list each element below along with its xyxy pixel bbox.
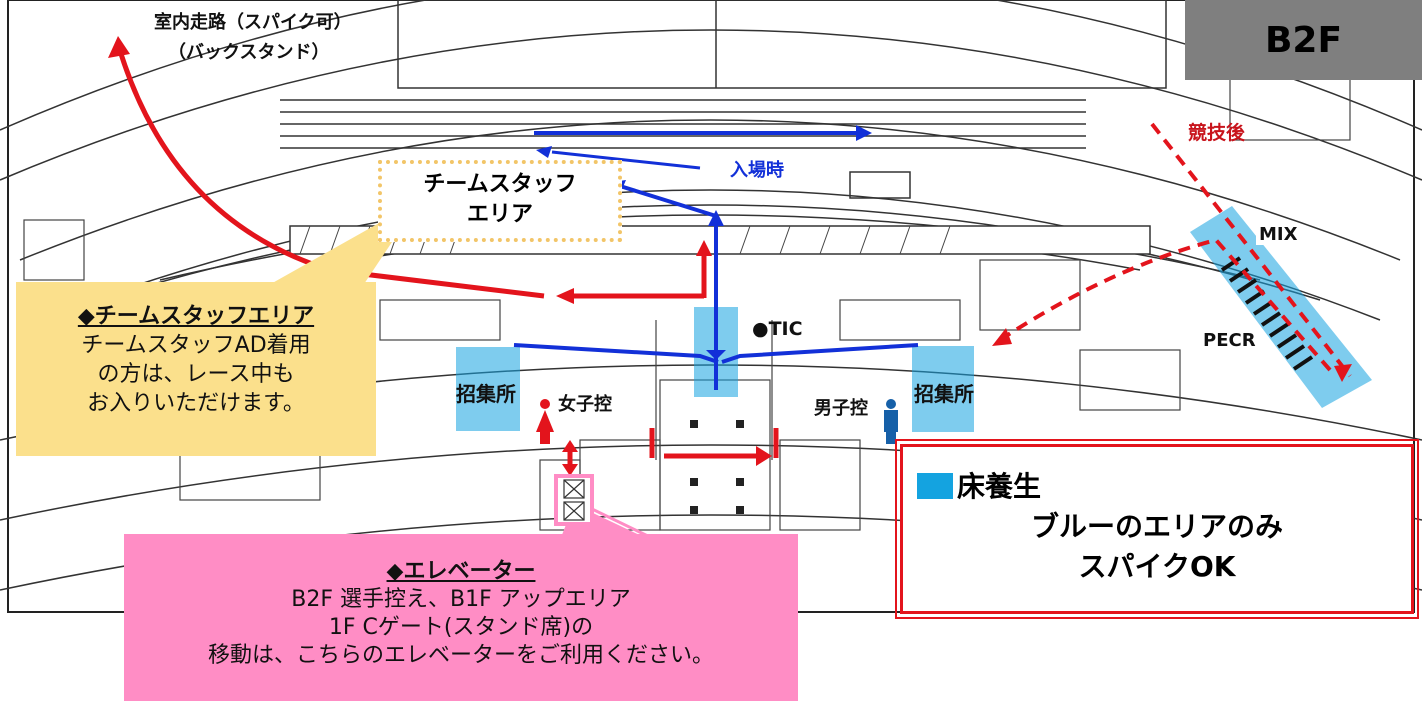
tic-label: ●TIC (752, 318, 803, 340)
floor-protection-legend: 床養生 ブルーのエリアのみ スパイクOK (895, 439, 1419, 619)
legend-title: 床養生 (957, 470, 1042, 503)
floor-label: B2F (1264, 19, 1343, 61)
team-staff-text-2: の方は、レース中も (97, 362, 295, 387)
team-staff-text-3: お入りいただけます。 (87, 391, 305, 416)
team-staff-area-line2: エリア (466, 202, 533, 227)
female-restroom-icon (536, 399, 554, 444)
mix-zone-label: MIX (1256, 224, 1301, 245)
elevator-heading: ◆エレベーター (386, 559, 536, 584)
after-competition-label: 競技後 (1188, 122, 1246, 144)
team-staff-area-box: チームスタッフ エリア (378, 160, 622, 242)
entry-time-label: 入場時 (726, 156, 788, 182)
route-red-left-arc (115, 43, 545, 299)
team-staff-heading: ◆チームスタッフエリア (77, 304, 315, 329)
male-restroom-icon (884, 399, 898, 444)
elevator-text-2: 1F Cゲート(スタンド席)の (328, 615, 594, 640)
callroom-right-label: 招集所 (914, 382, 974, 406)
women-waiting-label: 女子控 (558, 394, 612, 415)
elevator-text-3: 移動は、こちらのエレベーターをご利用ください。 (207, 643, 714, 668)
men-waiting-label: 男子控 (814, 398, 868, 419)
team-staff-callout: ◆チームスタッフエリア チームスタッフAD着用 の方は、レース中も お入りいただ… (16, 282, 376, 456)
team-staff-text-1: チームスタッフAD着用 (81, 333, 311, 358)
legend-text-2: スパイクOK (1078, 550, 1236, 583)
legend-text-1: ブルーのエリアのみ (1030, 510, 1283, 543)
elevator-text-1: B2F 選手控え、B1F アップエリア (291, 587, 631, 612)
elevator-highlight (554, 474, 594, 526)
indoor-track-label-2: （バックスタンド） (168, 42, 330, 63)
callroom-left-label: 招集所 (456, 382, 516, 406)
floor-badge: B2F (1185, 0, 1422, 80)
indoor-track-label-1: 室内走路（スパイク可） (154, 12, 352, 33)
blue-swatch (917, 473, 953, 499)
elevator-callout: ◆エレベーター B2F 選手控え、B1F アップエリア 1F Cゲート(スタンド… (124, 534, 798, 701)
pecr-label: PECR (1200, 330, 1259, 351)
team-staff-area-line1: チームスタッフ (423, 172, 577, 197)
